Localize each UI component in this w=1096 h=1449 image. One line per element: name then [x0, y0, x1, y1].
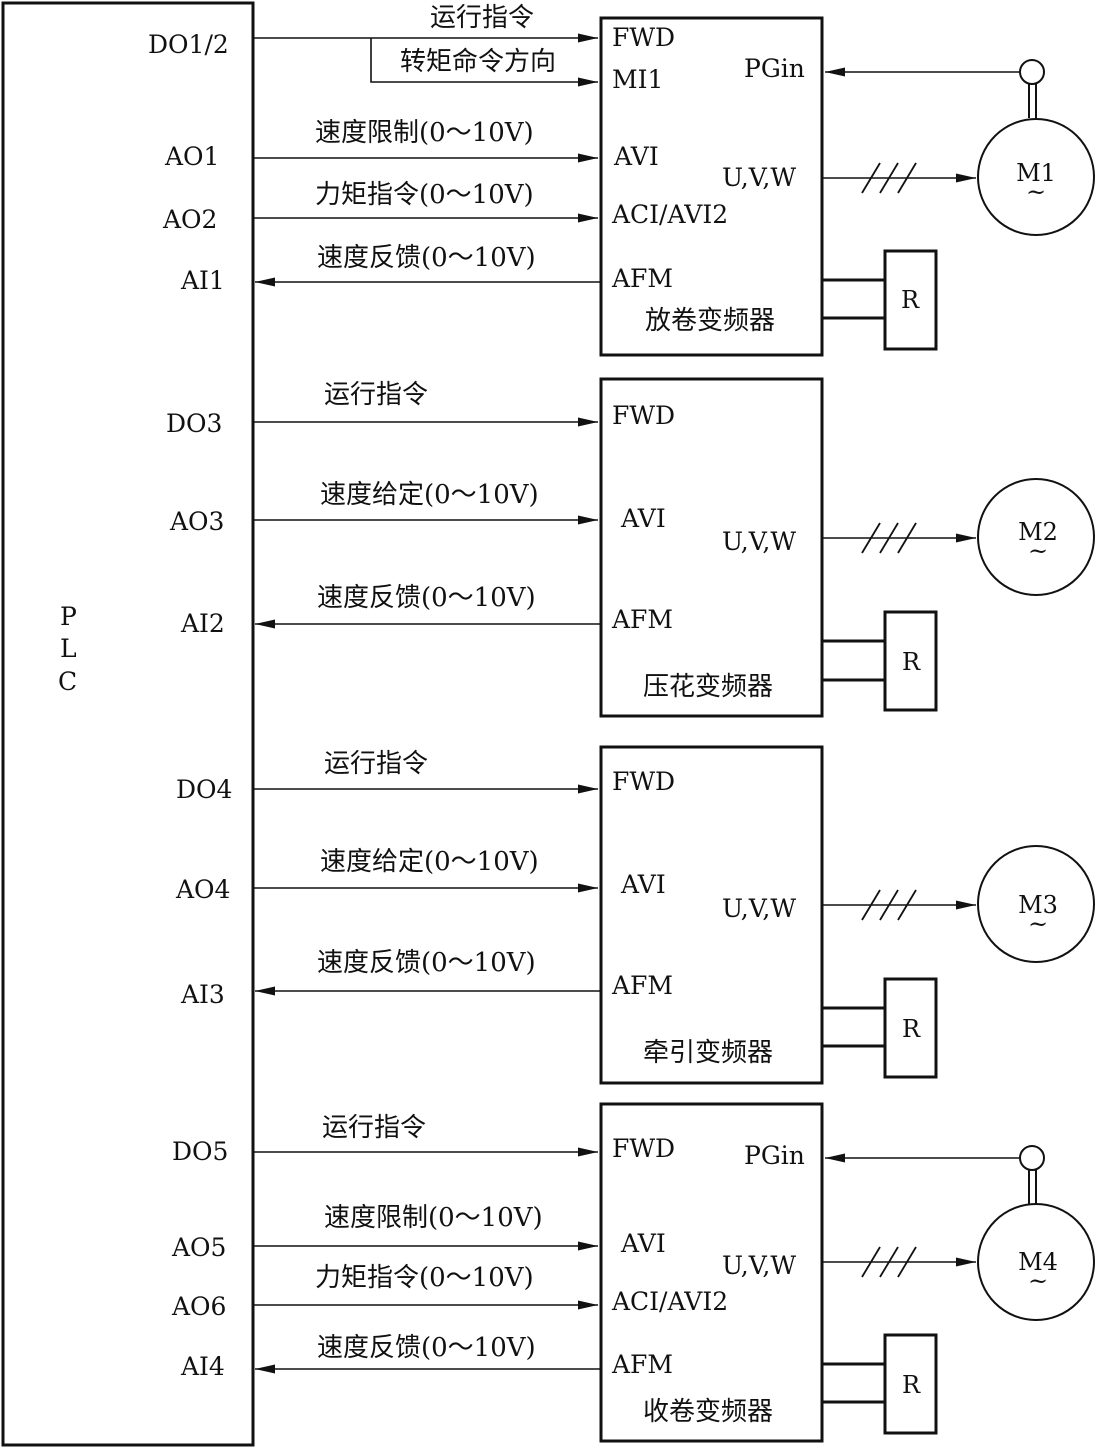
port-ao1: AO1 — [164, 142, 219, 171]
motor-2-ac-symbol: ~ — [1028, 537, 1048, 565]
pin-afm-1: AFM — [611, 264, 673, 293]
resistor-1-box — [883, 249, 938, 351]
drive-2-group: DO3 AO3 AI2 运行指令 速度给定(0～10V) 速度反馈(0～10V)… — [166, 377, 1095, 718]
port-ai1: AI1 — [180, 266, 225, 295]
three-phase-slashes-3 — [861, 889, 917, 921]
port-ao3: AO3 — [169, 507, 224, 536]
motor-3-label: M3 — [1018, 891, 1058, 919]
motor-2-icon — [977, 478, 1095, 596]
resistor-1-label: R — [901, 286, 920, 314]
pin-fwd-4: FWD — [612, 1134, 675, 1163]
motor-4-ac-symbol: ~ — [1028, 1267, 1048, 1295]
pin-avi-2: AVI — [620, 504, 666, 533]
plc-letter-c: C — [58, 667, 77, 696]
signal-feedback-1: 速度反馈(0～10V) — [317, 243, 536, 273]
drive-3-name: 牵引变频器 — [643, 1038, 773, 1068]
signal-speed-3: 速度给定(0～10V) — [320, 847, 539, 877]
motor-1-label: M1 — [1016, 159, 1056, 187]
signal-speed-4: 速度限制(0～10V) — [324, 1203, 543, 1233]
signal-speed-2: 速度给定(0～10V) — [320, 480, 539, 510]
three-phase-slashes-2 — [861, 522, 917, 554]
pin-avi-1: AVI — [613, 142, 659, 171]
pin-avi-4: AVI — [620, 1229, 666, 1258]
pin-aci-4: ACI/AVI2 — [611, 1287, 728, 1316]
pin-afm-2: AFM — [611, 605, 673, 634]
port-ao5: AO5 — [171, 1233, 226, 1262]
drive-3-box — [599, 745, 824, 1085]
drive-4-group: DO5 AO5 AO6 AI4 运行指令 速度限制(0～10V) 力矩指令(0～… — [171, 1102, 1095, 1443]
motor-1-ac-symbol: ~ — [1026, 178, 1046, 206]
port-do4: DO4 — [176, 775, 232, 804]
plc-box — [1, 1, 255, 1447]
motor-3-ac-symbol: ~ — [1028, 910, 1048, 938]
resistor-3-label: R — [902, 1015, 921, 1043]
port-ao6: AO6 — [171, 1292, 226, 1321]
motor-4-label: M4 — [1018, 1248, 1058, 1276]
pin-afm-3: AFM — [611, 971, 673, 1000]
port-ai4: AI4 — [180, 1352, 225, 1381]
drive-4-box — [599, 1102, 824, 1443]
three-phase-slashes-1 — [861, 162, 917, 194]
drive-4-name: 收卷变频器 — [643, 1397, 773, 1427]
port-do5: DO5 — [172, 1137, 228, 1166]
motor-1-icon — [977, 118, 1095, 236]
pin-uvw-4: U,V,W — [722, 1251, 796, 1280]
port-ai3: AI3 — [180, 980, 225, 1009]
resistor-2-label: R — [902, 648, 921, 676]
signal-run-1: 运行指令 — [430, 3, 534, 33]
resistor-2-box — [883, 610, 938, 712]
pin-uvw-2: U,V,W — [722, 527, 796, 556]
port-do3: DO3 — [166, 409, 222, 438]
motor-3-icon — [977, 845, 1095, 963]
plc-letter-p: P — [60, 602, 77, 631]
signal-run-4: 运行指令 — [322, 1113, 426, 1143]
drive-3-group: DO4 AO4 AI3 运行指令 速度给定(0～10V) 速度反馈(0～10V)… — [175, 745, 1095, 1085]
pin-mi1-1: MI1 — [612, 65, 663, 94]
port-do12: DO1/2 — [148, 30, 229, 59]
resistor-4-box — [883, 1333, 938, 1435]
drive-1-box — [599, 16, 824, 357]
pin-aci-1: ACI/AVI2 — [611, 200, 728, 229]
signal-feedback-3: 速度反馈(0～10V) — [317, 948, 536, 978]
motor-4-icon — [977, 1203, 1095, 1321]
drive-2-name: 压花变频器 — [643, 672, 773, 702]
three-phase-slashes-4 — [861, 1246, 917, 1278]
signal-feedback-2: 速度反馈(0～10V) — [317, 583, 536, 613]
motor-2-label: M2 — [1018, 518, 1058, 546]
plc-letter-l: L — [60, 634, 77, 663]
signal-run-3: 运行指令 — [324, 749, 428, 779]
port-ai2: AI2 — [180, 609, 225, 638]
port-ao2: AO2 — [162, 205, 217, 234]
signal-speed-1: 速度限制(0～10V) — [315, 118, 534, 148]
wire-torque-dir-1 — [370, 38, 598, 87]
pin-fwd-1: FWD — [612, 23, 675, 52]
drive-1-name: 放卷变频器 — [645, 306, 775, 336]
signal-feedback-4: 速度反馈(0～10V) — [317, 1333, 536, 1363]
encoder-4-icon — [1019, 1145, 1045, 1171]
pin-uvw-1: U,V,W — [722, 163, 796, 192]
resistor-3-box — [883, 977, 938, 1079]
signal-torque-4: 力矩指令(0～10V) — [315, 1263, 534, 1293]
drive-1-group: DO1/2 AO1 AO2 AI1 运行指令 转矩命令方向 速度限制(0～10V… — [148, 3, 1095, 357]
pin-uvw-3: U,V,W — [722, 894, 796, 923]
drive-2-box — [599, 377, 824, 718]
signal-run-2: 运行指令 — [324, 380, 428, 410]
pin-fwd-3: FWD — [612, 767, 675, 796]
pin-fwd-2: FWD — [612, 401, 675, 430]
signal-torque-dir-1: 转矩命令方向 — [400, 47, 556, 77]
pin-pgin-4: PGin — [744, 1141, 805, 1170]
pin-pgin-1: PGin — [744, 54, 805, 83]
resistor-4-label: R — [902, 1371, 921, 1399]
pin-afm-4: AFM — [611, 1350, 673, 1379]
encoder-1-icon — [1019, 59, 1045, 85]
signal-torque-1: 力矩指令(0～10V) — [315, 180, 534, 210]
port-ao4: AO4 — [175, 875, 230, 904]
pin-avi-3: AVI — [620, 870, 666, 899]
